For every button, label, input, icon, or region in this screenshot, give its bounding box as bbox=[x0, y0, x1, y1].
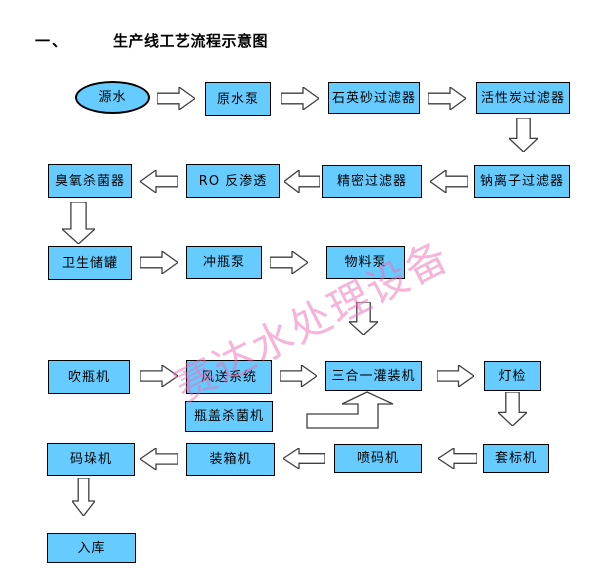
node-sodium-ion-filter: 钠离子过滤器 bbox=[474, 165, 570, 198]
node-light-inspection: 灯检 bbox=[484, 361, 541, 391]
flow-arrow-right-source-water-to-raw-water-pump bbox=[157, 87, 195, 110]
title-numbering: 一、 bbox=[35, 32, 70, 50]
flow-arrow-right-raw-water-pump-to-quartz-sand-filter bbox=[281, 87, 319, 110]
node-case-packer: 装箱机 bbox=[186, 443, 275, 476]
node-precision-filter: 精密过滤器 bbox=[322, 165, 422, 198]
flow-arrow-down-light-inspection-to-sleeve-labeler bbox=[498, 392, 527, 426]
flow-arrow-right-sanitary-storage-tank-to-bottle-rinsing-pump bbox=[140, 251, 178, 274]
flow-arrow-left-sodium-ion-filter-to-precision-filter bbox=[430, 170, 468, 193]
node-sanitary-storage-tank: 卫生储罐 bbox=[48, 246, 132, 280]
node-air-conveying-system: 风送系统 bbox=[186, 360, 272, 394]
flow-arrow-down-activated-carbon-filter-to-sodium-ion-filter bbox=[509, 118, 538, 152]
node-cap-sterilizer: 瓶盖杀菌机 bbox=[185, 401, 273, 432]
flow-arrow-down-palletizer-to-warehousing bbox=[72, 478, 95, 516]
title-text: 生产线工艺流程示意图 bbox=[113, 32, 269, 50]
node-material-pump: 物料泵 bbox=[326, 246, 405, 279]
node-quartz-sand-filter: 石英砂过滤器 bbox=[328, 82, 420, 114]
node-source-water: 源水 bbox=[75, 81, 150, 114]
flow-arrow-down-ozone-sterilizer-to-sanitary-storage-tank bbox=[62, 202, 95, 244]
node-inkjet-coder: 喷码机 bbox=[334, 444, 422, 473]
node-sleeve-labeler: 套标机 bbox=[483, 444, 549, 473]
node-activated-carbon-filter: 活性炭过滤器 bbox=[476, 82, 570, 114]
flow-arrow-left-case-packer-to-palletizer bbox=[140, 448, 178, 470]
flow-arrow-right-air-conveying-system-to-three-in-one-filler bbox=[280, 365, 317, 387]
node-raw-water-pump: 原水泵 bbox=[205, 82, 271, 116]
node-bottle-blowing-machine: 吹瓶机 bbox=[48, 360, 130, 394]
flow-arrow-left-inkjet-coder-to-case-packer bbox=[283, 448, 325, 469]
node-three-in-one-filler: 三合一灌装机 bbox=[325, 361, 422, 391]
page-title: 一、 生产线工艺流程示意图 bbox=[35, 30, 268, 51]
node-palletizer: 码垛机 bbox=[47, 443, 135, 476]
node-warehousing: 入库 bbox=[47, 533, 136, 563]
flow-arrow-left-ro-reverse-osmosis-to-ozone-sterilizer bbox=[140, 170, 178, 193]
node-ozone-sterilizer: 臭氧杀菌器 bbox=[48, 164, 132, 198]
flow-arrow-right-bottle-blowing-machine-to-air-conveying-system bbox=[140, 365, 178, 387]
flow-arrow-bent-up-cap-sterilizer-to-three-in-one-filler bbox=[306, 391, 394, 429]
node-ro-reverse-osmosis: RO 反渗透 bbox=[186, 164, 280, 198]
flow-arrow-left-sleeve-labeler-to-inkjet-coder bbox=[438, 448, 477, 469]
flow-arrow-left-precision-filter-to-ro-reverse-osmosis bbox=[284, 170, 320, 193]
flow-arrow-down-material-pump-to-three-in-one-filler bbox=[349, 302, 378, 335]
node-bottle-rinsing-pump: 冲瓶泵 bbox=[186, 246, 262, 279]
flow-arrow-right-bottle-rinsing-pump-to-material-pump bbox=[270, 251, 308, 274]
flow-arrow-right-three-in-one-filler-to-light-inspection bbox=[437, 365, 474, 387]
flow-arrow-right-quartz-sand-filter-to-activated-carbon-filter bbox=[428, 87, 466, 110]
